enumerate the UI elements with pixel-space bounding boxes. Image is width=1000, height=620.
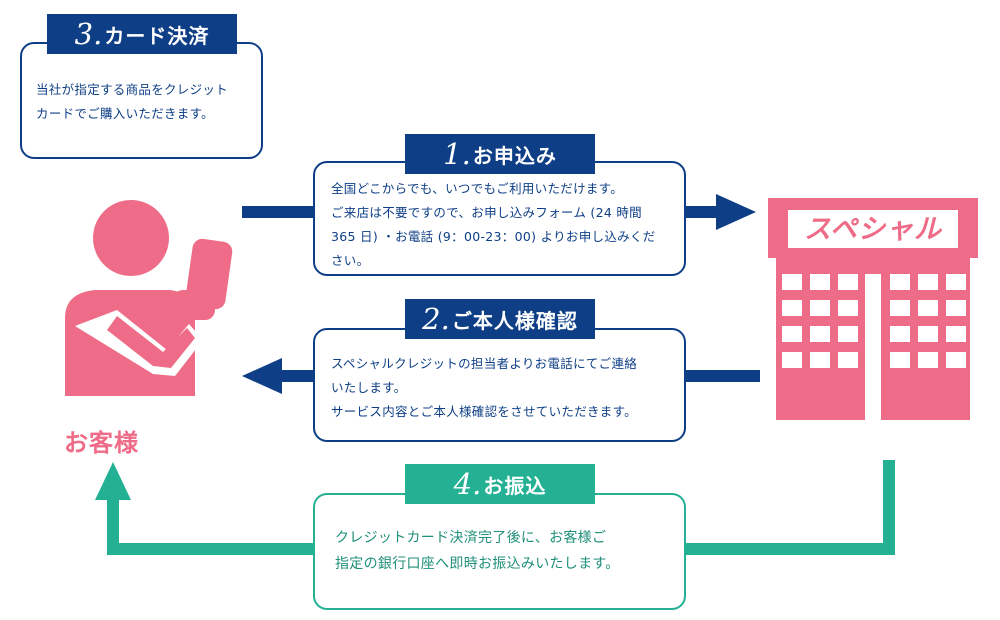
step1-line: ご来店は不要ですので、お申し込みフォーム (24 時間 xyxy=(331,205,642,220)
step1-title: 1. お申込み xyxy=(405,134,595,174)
step3-title: 3. カード決済 xyxy=(47,14,237,54)
arrow-payment-loop xyxy=(95,460,895,555)
step4-title-text: お振込 xyxy=(483,473,547,498)
step4-line: クレジットカード決済完了後に、お客様ご xyxy=(335,530,607,546)
step2-line: サービス内容とご本人様確認をさせていただきます。 xyxy=(331,404,637,419)
customer-label: お客様 xyxy=(64,429,139,457)
step4-box: クレジットカード決済完了後に、お客様ご 指定の銀行口座へ即時お振込みいたします。 xyxy=(313,493,686,610)
step3-title-text: カード決済 xyxy=(104,23,210,48)
step4-number: 4. xyxy=(453,467,482,501)
step3-line: 当社が指定する商品をクレジット xyxy=(36,82,229,97)
step1-number: 1. xyxy=(443,137,471,171)
step1-title-text: お申込み xyxy=(472,143,557,168)
step2-line: いたします。 xyxy=(331,380,407,395)
step3-number: 3. xyxy=(74,17,103,51)
store-building-icon xyxy=(768,198,978,420)
step1-line: さい。 xyxy=(331,253,370,268)
step2-title-text: ご本人様確認 xyxy=(451,308,578,333)
step4-line: 指定の銀行口座へ即時お振込みいたします。 xyxy=(335,556,620,572)
person-holding-phone-icon xyxy=(65,200,233,396)
step2-line: スペシャルクレジットの担当者よりお電話にてご連絡 xyxy=(331,356,638,371)
arrow-to-store xyxy=(242,194,756,230)
step2-number: 2. xyxy=(422,302,450,336)
step1-line: 365 日) ・お電話 (9：00-23：00) よりお申し込みくだ xyxy=(331,229,656,244)
store-sign: スペシャル xyxy=(803,213,943,245)
step2-title: 2. ご本人様確認 xyxy=(405,299,595,339)
step2-box: スペシャルクレジットの担当者よりお電話にてご連絡 いたします。 サービス内容とご… xyxy=(313,328,686,442)
step4-title: 4. お振込 xyxy=(405,464,595,504)
step3-line: カードでご購入いただきます。 xyxy=(36,106,214,121)
step3-box: 当社が指定する商品をクレジット カードでご購入いただきます。 xyxy=(20,42,263,159)
step1-line: 全国どこからでも、いつでもご利用いただけます。 xyxy=(331,181,624,196)
step1-box: 全国どこからでも、いつでもご利用いただけます。 ご来店は不要ですので、お申し込み… xyxy=(313,161,686,276)
arrow-to-customer xyxy=(242,358,760,394)
